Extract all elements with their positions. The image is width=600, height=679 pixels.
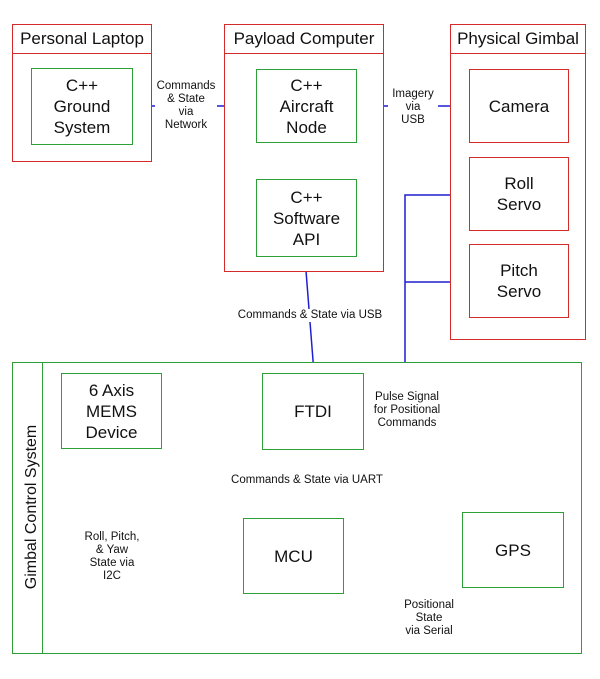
label-commands-network: Commands & State via Network (155, 80, 217, 132)
group-title-payload: Payload Computer (225, 25, 383, 54)
node-mcu: MCU (243, 518, 344, 594)
label-positional-serial: Positional State via Serial (396, 599, 462, 638)
node-ftdi: FTDI (262, 373, 364, 450)
label-pulse-signal: Pulse Signal for Positional Commands (366, 391, 448, 430)
node-roll-servo: Roll Servo (469, 157, 569, 231)
node-aircraft-node: C++ Aircraft Node (256, 69, 357, 143)
label-commands-uart: Commands & State via UART (225, 474, 389, 487)
control-divider (42, 363, 43, 653)
label-i2c: Roll, Pitch, & Yaw State via I2C (80, 531, 144, 583)
group-payload-computer: Payload Computer (224, 24, 384, 272)
label-commands-usb: Commands & State via USB (230, 309, 390, 322)
group-title-gimbal: Physical Gimbal (451, 25, 585, 54)
node-ground-system: C++ Ground System (31, 68, 133, 145)
group-title-laptop: Personal Laptop (13, 25, 151, 54)
group-title-control: Gimbal Control System (23, 424, 40, 590)
node-mems-device: 6 Axis MEMS Device (61, 373, 162, 449)
node-gps: GPS (462, 512, 564, 588)
label-imagery-usb: Imagery via USB (388, 88, 438, 127)
node-pitch-servo: Pitch Servo (469, 244, 569, 318)
node-software-api: C++ Software API (256, 179, 357, 257)
node-camera: Camera (469, 69, 569, 143)
